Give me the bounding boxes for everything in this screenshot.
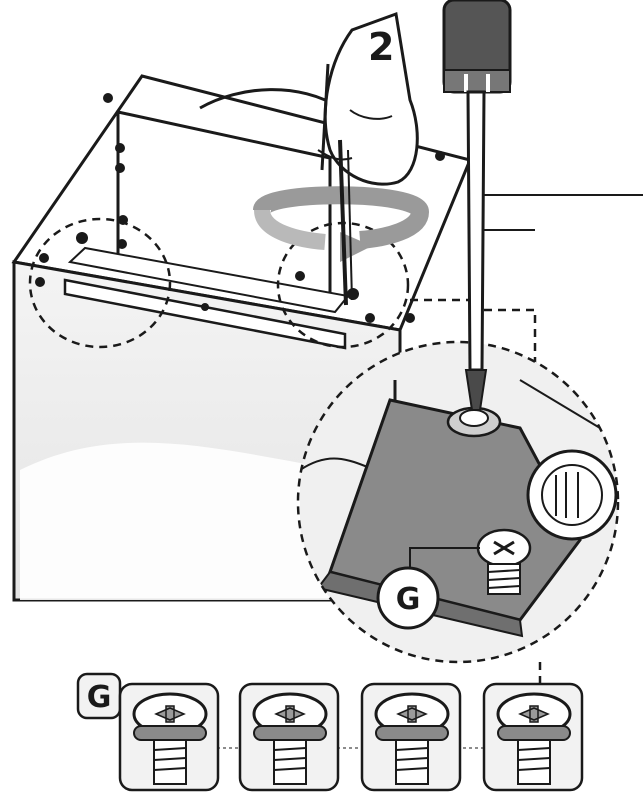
screw-tile (482, 682, 584, 792)
parts-label: G (87, 680, 112, 715)
callout-letter: G (396, 582, 421, 617)
magnified-view (296, 340, 620, 664)
screw-tile (118, 682, 220, 792)
screw-icon (476, 528, 532, 595)
screw-tile (360, 682, 462, 792)
screwdriver-icon (442, 0, 512, 411)
rotation-arrow-icon (253, 186, 430, 262)
hand-icon (317, 11, 419, 306)
screw-tile (238, 682, 340, 792)
callout-circle (376, 566, 440, 630)
step-number: 2 (368, 25, 394, 69)
